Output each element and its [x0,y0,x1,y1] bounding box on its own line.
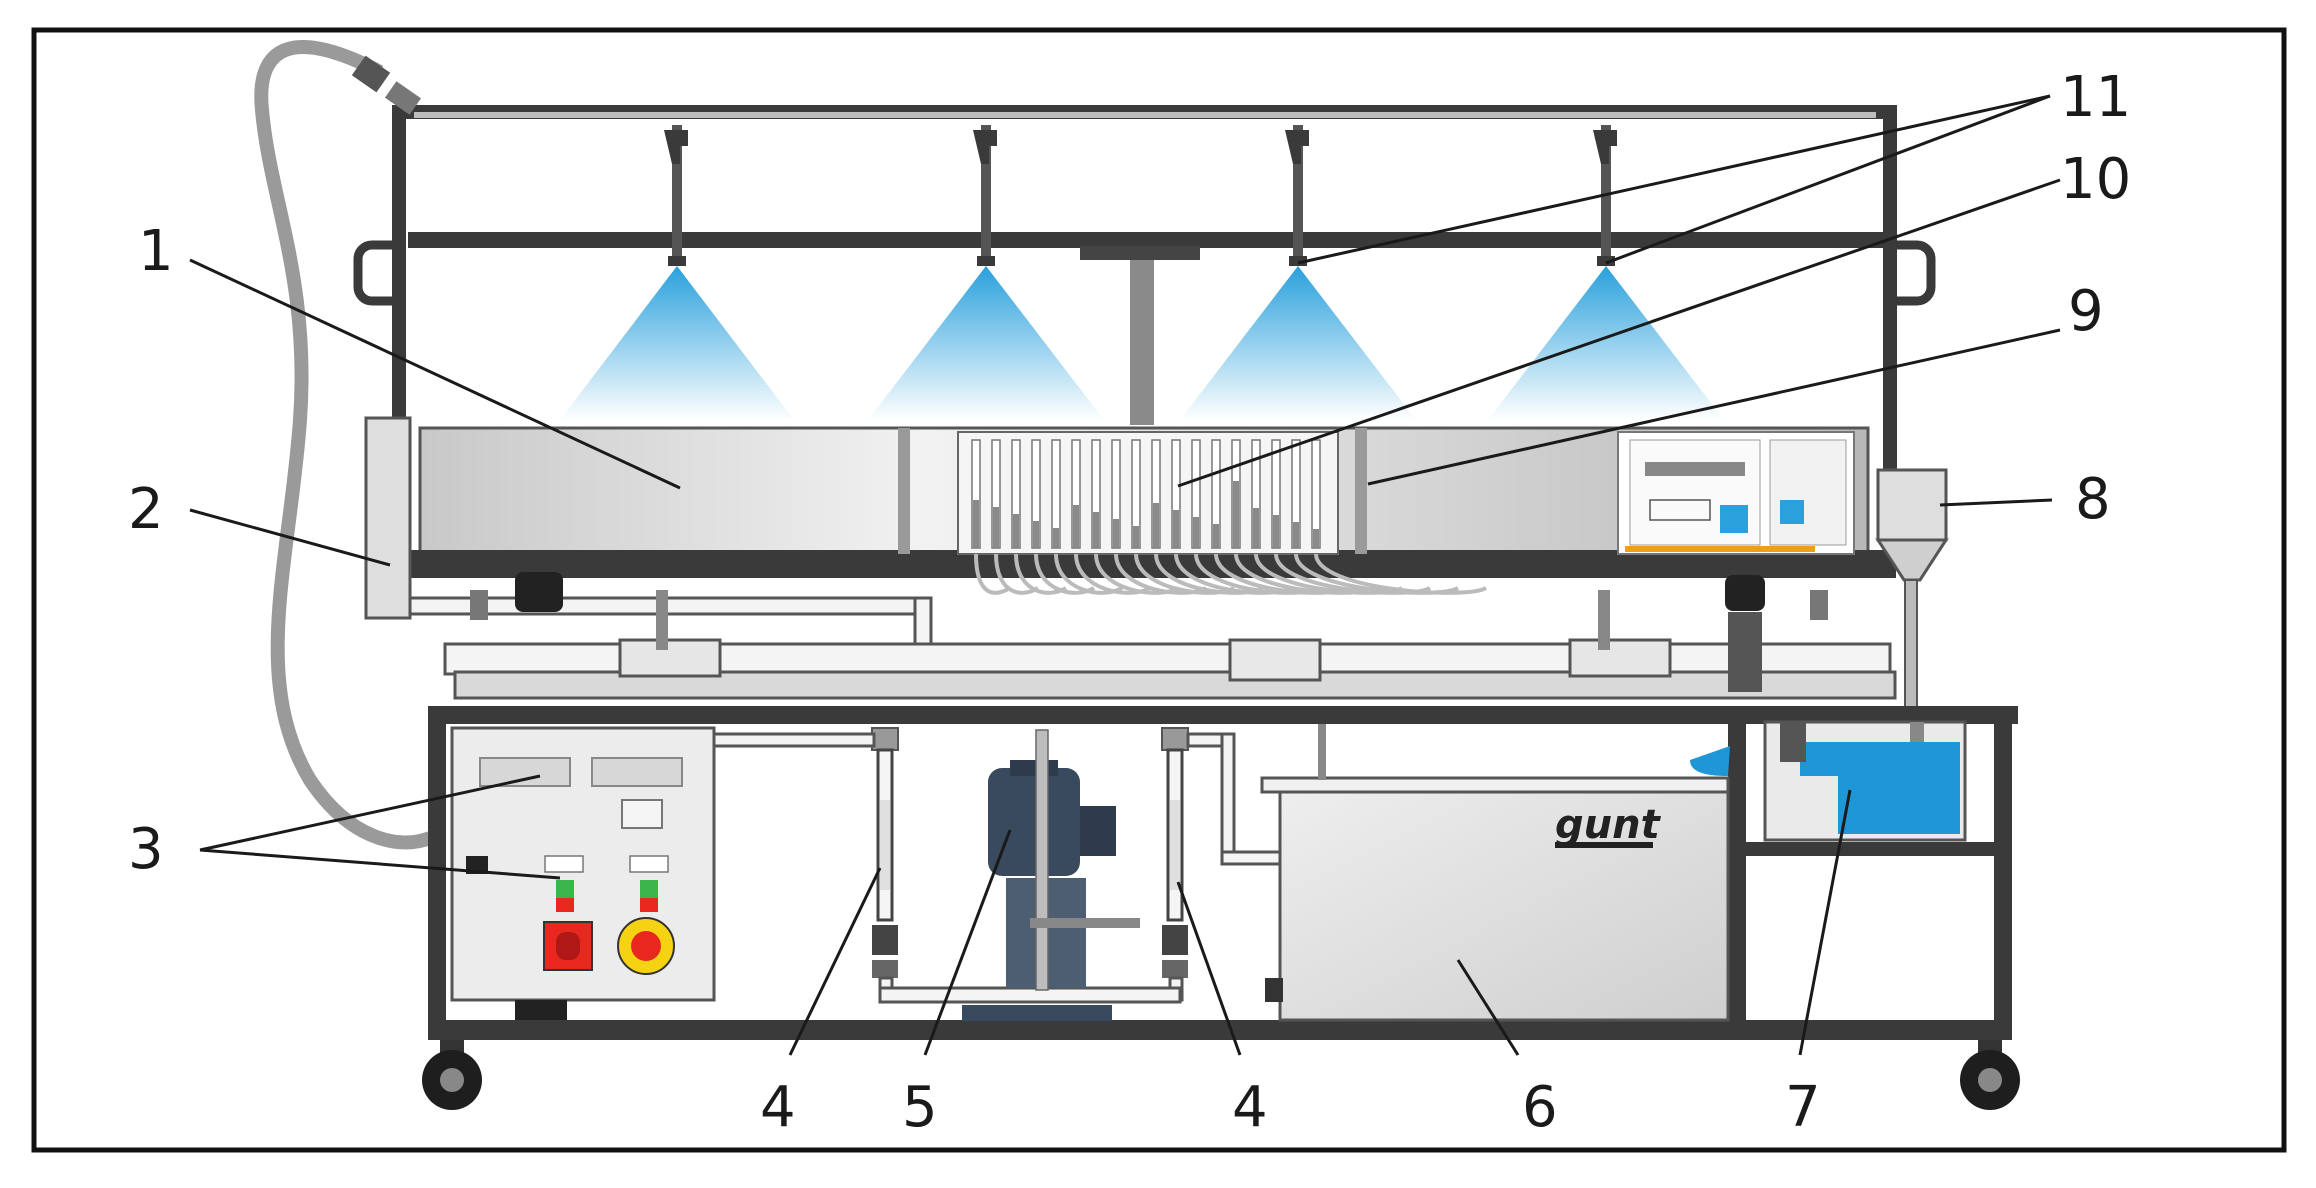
left-side-box [364,416,412,620]
callout-8: 8 [2075,467,2111,532]
right-funnel [1875,468,1949,731]
callout-10: 10 [2060,147,2131,212]
pump [962,729,1140,1021]
callout-6: 6 [1522,1075,1558,1140]
callout-7: 7 [1785,1075,1821,1140]
callout-4-right: 4 [1232,1075,1268,1140]
manometer-level [1293,522,1299,548]
wheel-right [1960,1040,2020,1110]
nozzle-2 [868,125,1104,420]
leader-lines [189,94,2061,1056]
tank-logo: gunt [1555,802,1662,848]
control-cabinet [450,726,716,1020]
manometer-tubes [971,439,1488,595]
manometer-level [1073,505,1079,548]
supply-hose [254,40,433,850]
supply-piping [408,572,1897,700]
callout-1: 1 [138,219,174,284]
callout-3: 3 [128,817,164,882]
base-frame [428,706,2018,1040]
flowmeter-left [871,727,899,978]
hose-connector [351,55,422,115]
manometer-level [1273,515,1279,548]
callout-2: 2 [128,477,164,542]
manometer-hose [1314,553,1488,595]
storage-tank [1260,724,1730,1022]
spray-nozzles [560,125,1724,420]
manometer-level [1033,521,1039,548]
callout-labels: 1 2 3 4 5 4 6 7 8 9 10 11 [128,65,2131,1140]
manometer-level [1133,526,1139,548]
nozzle-4 [1488,125,1724,420]
callout-9: 9 [2068,279,2104,344]
manometer-hose [974,553,1012,595]
manometer-level [1313,529,1319,548]
wheel-left [422,1040,482,1110]
manometer-level [993,507,999,548]
callout-5: 5 [902,1075,938,1140]
manometer-level [1253,508,1259,548]
central-rod [1130,250,1154,425]
manometer-level [1093,512,1099,548]
outer-border [31,27,2287,1153]
manometer-level [1213,524,1219,548]
manometer-level [1053,528,1059,548]
measuring-tank [1690,720,1967,842]
manometer-level [1013,514,1019,548]
meter-piping [712,732,1284,1004]
manometer-level [1173,510,1179,548]
nozzle-1 [560,125,794,420]
manometer-level [1153,503,1159,548]
callout-11: 11 [2060,65,2131,130]
manometer-level [1193,517,1199,548]
tank-logo-underline [1555,842,1653,848]
flowmeter-right [1161,727,1189,978]
manometer-level [973,500,979,548]
schematic-poster [1617,431,1855,555]
nozzle-3 [1180,125,1416,420]
manometer-level [1233,481,1239,548]
manometer-level [1113,519,1119,548]
callout-4-left: 4 [760,1075,796,1140]
manometer-hose [994,553,1040,595]
